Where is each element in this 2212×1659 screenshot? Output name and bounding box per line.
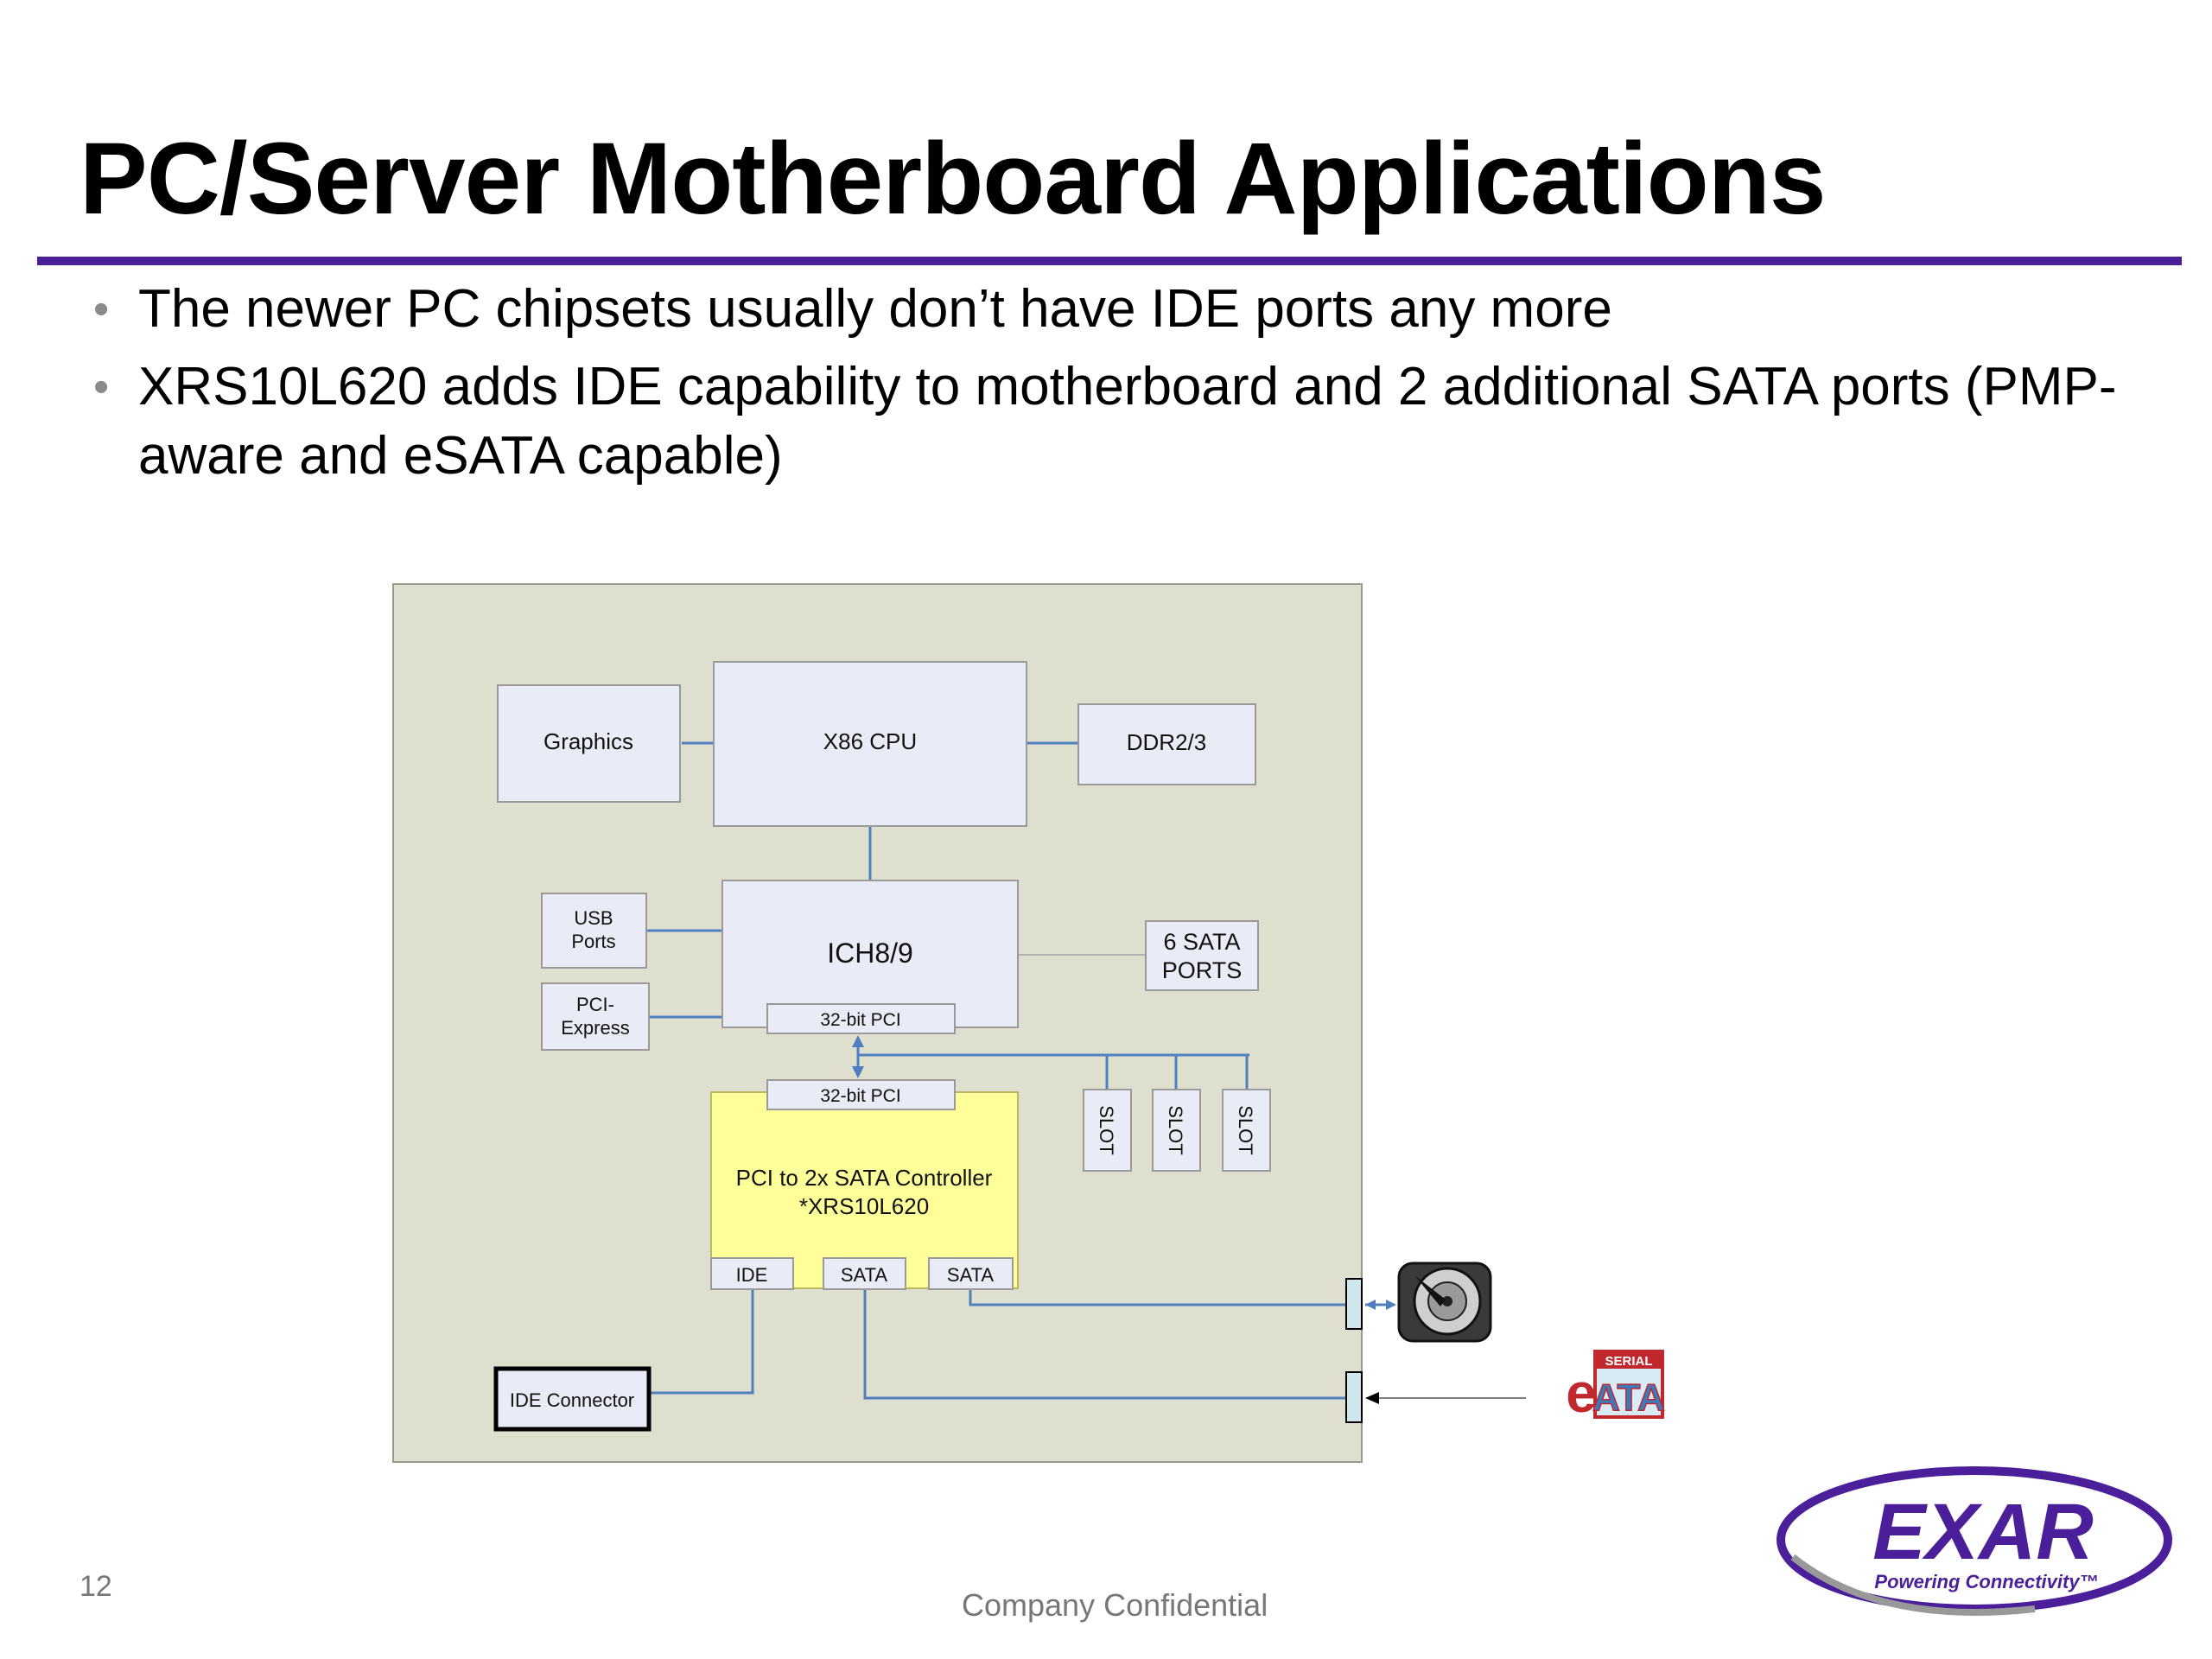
motherboard-diagram: Graphics X86 CPU DDR2/3 USB Ports PCI- E… <box>392 583 1363 1463</box>
port-sata-1 <box>823 1257 906 1290</box>
bullet-item: • The newer PC chipsets usually don’t ha… <box>93 275 2150 344</box>
esata-logo-ata: ATA <box>1592 1376 1665 1419</box>
sata-ports-label-line1: 6 SATA <box>1163 929 1240 955</box>
exar-logo-tagline: Powering Connectivity™ <box>1874 1571 2098 1592</box>
edge-connector-hdd <box>1345 1278 1363 1330</box>
esata-logo-e: e <box>1566 1362 1597 1421</box>
cpu-box <box>713 661 1027 827</box>
bullet-dot: • <box>93 284 110 334</box>
pci-slot-3 <box>1222 1089 1271 1172</box>
bullet-text: The newer PC chipsets usually don’t have… <box>138 279 1612 339</box>
controller-pci-port <box>766 1079 956 1110</box>
pcie-label-line1: PCI- <box>576 994 614 1015</box>
controller-label-line1: PCI to 2x SATA Controller <box>736 1165 993 1191</box>
sata-ports-box <box>1145 920 1259 991</box>
ich-pci-port <box>766 1003 956 1034</box>
confidential-footer: Company Confidential <box>962 1587 1268 1623</box>
port-ide-label: IDE <box>736 1264 768 1286</box>
sata1-esata-link <box>863 1269 1346 1400</box>
sata-ports-label-line2: PORTS <box>1162 957 1243 983</box>
ddr-box <box>1077 703 1256 785</box>
exar-logo-name: EXAR <box>1872 1488 2094 1576</box>
esata-link-arrow <box>1365 1392 1379 1404</box>
pci-slot-2 <box>1152 1089 1201 1172</box>
pci-express-box <box>541 982 650 1051</box>
port-ide <box>710 1257 794 1290</box>
edge-connector-esata <box>1345 1371 1363 1423</box>
ide-connector-label: IDE Connector <box>510 1389 634 1411</box>
esata-logo: SERIAL e ATA <box>1566 1350 1666 1421</box>
sata-controller-box <box>710 1091 1019 1289</box>
bullet-text: XRS10L620 adds IDE capability to motherb… <box>138 357 2117 486</box>
ich-pci-port-label: 32-bit PCI <box>820 1010 900 1030</box>
pci-slot-3-label: SLOT <box>1235 1105 1256 1154</box>
controller-pci-port-label: 32-bit PCI <box>820 1086 900 1106</box>
bullet-item: • XRS10L620 adds IDE capability to mothe… <box>93 353 2150 491</box>
usb-label-line1: USB <box>574 907 613 929</box>
bullet-list: • The newer PC chipsets usually don’t ha… <box>93 275 2150 499</box>
ich-label: ICH8/9 <box>827 938 913 969</box>
pcie-label-line2: Express <box>561 1017 629 1039</box>
bullet-dot: • <box>93 362 110 412</box>
ide-connector-link <box>649 1269 754 1395</box>
pci-slot-2-label: SLOT <box>1165 1105 1186 1154</box>
slide-number: 12 <box>79 1570 112 1603</box>
ide-connector-box <box>493 1366 652 1432</box>
slide-title: PC/Server Motherboard Applications <box>79 122 1826 236</box>
graphics-label: Graphics <box>543 728 633 754</box>
port-sata-2 <box>928 1257 1014 1290</box>
ddr-label: DDR2/3 <box>1127 729 1206 755</box>
esata-logo-badge: SERIAL <box>1605 1354 1652 1369</box>
usb-label-line2: Ports <box>571 931 615 952</box>
cpu-label: X86 CPU <box>823 728 917 754</box>
port-sata-1-label: SATA <box>841 1264 888 1286</box>
usb-ports-box <box>541 893 647 969</box>
pci-slot-1 <box>1083 1089 1132 1172</box>
pci-slot-1-label: SLOT <box>1096 1105 1117 1154</box>
hard-drive-icon <box>1397 1262 1492 1343</box>
controller-label-line2: *XRS10L620 <box>799 1193 929 1219</box>
exar-logo: EXAR Powering Connectivity™ <box>1777 1466 2172 1616</box>
pci-bus-arrow <box>852 1035 864 1078</box>
external-links <box>1365 1300 1526 1404</box>
title-underline <box>37 257 2182 265</box>
hdd-link-arrow <box>1365 1300 1396 1310</box>
graphics-box <box>497 684 681 803</box>
ich-box <box>721 880 1019 1028</box>
port-sata-2-label: SATA <box>947 1264 995 1286</box>
